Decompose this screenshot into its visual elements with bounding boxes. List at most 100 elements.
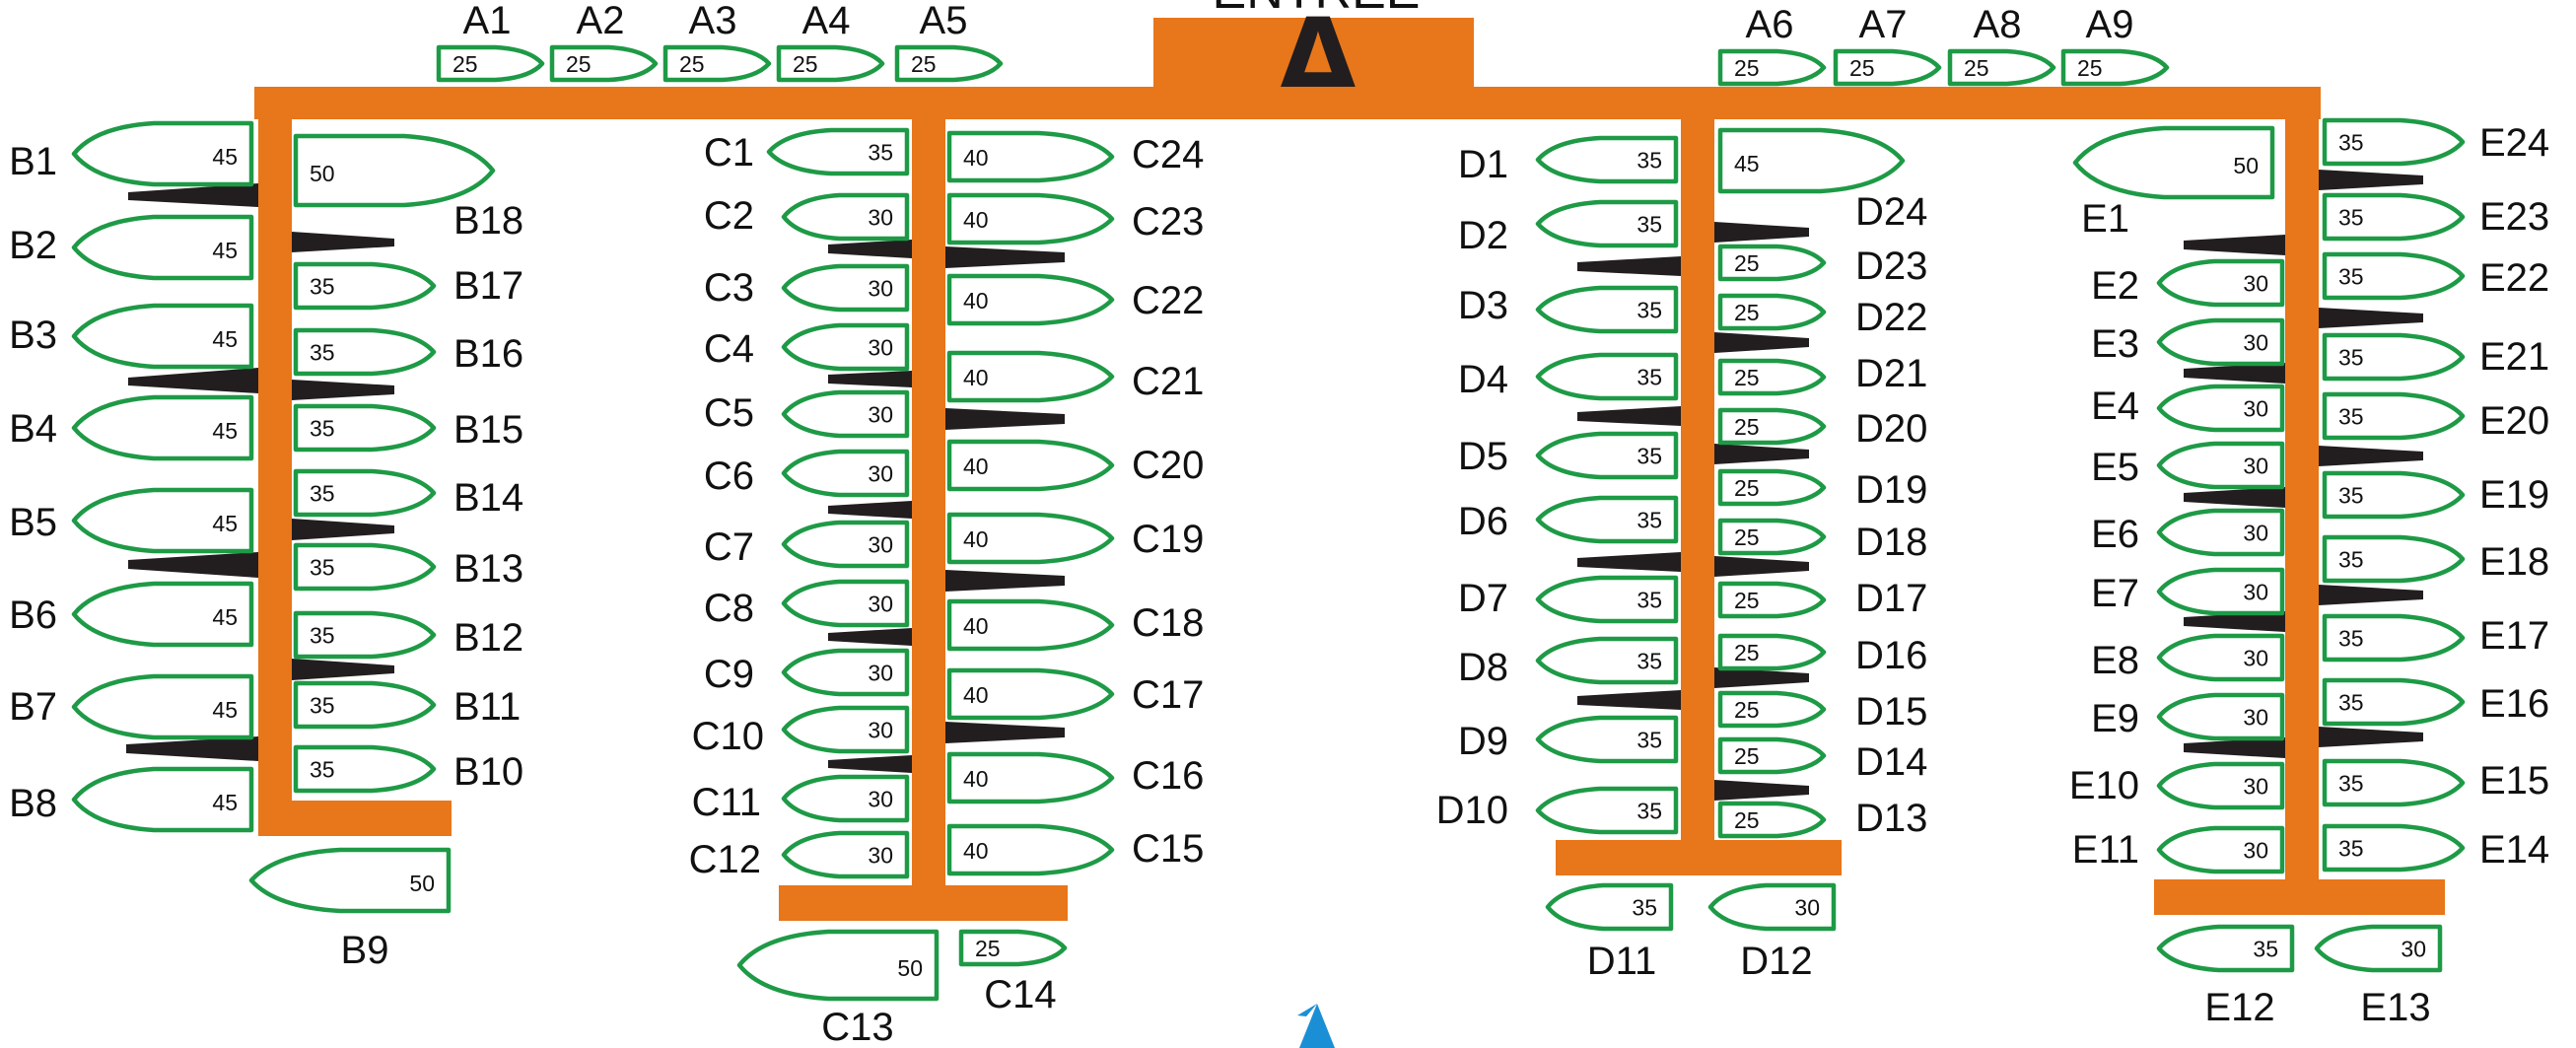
- berth-outline[interactable]: [1717, 48, 1827, 87]
- berth-outline[interactable]: [293, 327, 437, 377]
- berth-outline[interactable]: [1535, 431, 1679, 480]
- berth-outline[interactable]: [2156, 567, 2285, 616]
- berth-outline[interactable]: [1535, 285, 1679, 334]
- berth-outline[interactable]: [781, 192, 910, 242]
- berth-outline[interactable]: [781, 705, 910, 754]
- berth-outline[interactable]: [1717, 127, 1906, 194]
- berth-outline[interactable]: [71, 120, 254, 187]
- berth-outline[interactable]: [662, 44, 772, 83]
- berth-outline[interactable]: [946, 751, 1115, 804]
- berth-outline[interactable]: [293, 542, 437, 592]
- berth-outline[interactable]: [894, 44, 1004, 83]
- berth-outline[interactable]: [1717, 581, 1827, 619]
- berth-outline[interactable]: [781, 263, 910, 313]
- berth-outline[interactable]: [781, 449, 910, 498]
- berth-outline[interactable]: [766, 127, 910, 176]
- berth-outline[interactable]: [946, 192, 1115, 245]
- berth-outline[interactable]: [2156, 825, 2285, 874]
- berth-outline[interactable]: [71, 394, 254, 461]
- berth-outline[interactable]: [2322, 117, 2466, 167]
- berth-outline[interactable]: [293, 610, 437, 660]
- berth-outline[interactable]: [2156, 508, 2285, 557]
- berth-outline[interactable]: [1535, 352, 1679, 401]
- berth-outline[interactable]: [946, 350, 1115, 403]
- berth-outline[interactable]: [2060, 48, 2170, 87]
- berth-outline[interactable]: [71, 673, 254, 740]
- berth-outline[interactable]: [958, 929, 1068, 967]
- berth-outline[interactable]: [1535, 786, 1679, 835]
- berth-outline[interactable]: [781, 322, 910, 372]
- berth-outline[interactable]: [2322, 251, 2466, 301]
- berth-outline[interactable]: [1717, 690, 1827, 729]
- berth-outline[interactable]: [71, 581, 254, 648]
- berth-outline[interactable]: [1717, 244, 1827, 282]
- berth-outline[interactable]: [2322, 534, 2466, 584]
- berth-outline[interactable]: [1535, 575, 1679, 624]
- berth-outline[interactable]: [1947, 48, 2056, 87]
- berth-outline[interactable]: [946, 439, 1115, 492]
- berth-outline[interactable]: [781, 774, 910, 823]
- berth-outline[interactable]: [946, 667, 1115, 721]
- berth-outline[interactable]: [293, 744, 437, 794]
- berth-outline[interactable]: [248, 847, 452, 914]
- berth-outline[interactable]: [293, 680, 437, 730]
- berth-outline[interactable]: [1717, 468, 1827, 507]
- berth-outline[interactable]: [1717, 736, 1827, 775]
- berth-outline[interactable]: [2322, 613, 2466, 663]
- berth-outline[interactable]: [781, 389, 910, 439]
- berth-outline[interactable]: [293, 133, 496, 208]
- berth-outline[interactable]: [946, 130, 1115, 183]
- berth-outline[interactable]: [1717, 801, 1827, 839]
- berth-outline[interactable]: [1717, 633, 1827, 671]
- berth-outline[interactable]: [71, 303, 254, 370]
- berth-outline[interactable]: [781, 830, 910, 879]
- berth-outline[interactable]: [2156, 924, 2295, 973]
